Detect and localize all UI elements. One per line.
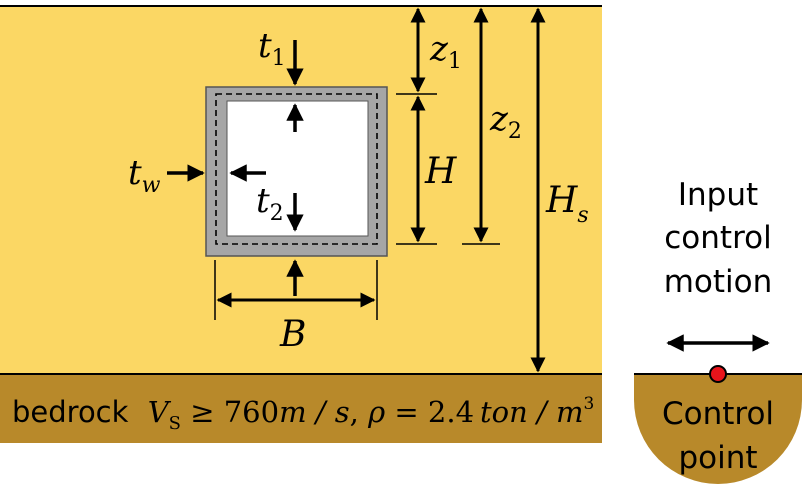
- z2-label: z2: [489, 99, 522, 144]
- rho-unit: ton / m: [480, 395, 584, 429]
- control-point-marker: [709, 365, 727, 383]
- rho-symbol: ρ: [367, 395, 385, 429]
- rho-value: = 2.4: [385, 395, 474, 429]
- bedrock-layer: [0, 374, 602, 443]
- bedrock-word: bedrock: [12, 395, 129, 429]
- tunnel-centerline: [215, 93, 378, 245]
- control-point-line2: point: [678, 440, 757, 476]
- z1-label: z1: [429, 29, 462, 74]
- control-point-bowl: [634, 374, 802, 484]
- input-motion-line3: motion: [664, 264, 773, 300]
- input-motion-line1: Input: [678, 177, 758, 213]
- vs-subscript: S: [169, 413, 181, 434]
- t1-label: t1: [258, 26, 286, 71]
- input-motion-line2: control: [664, 220, 771, 256]
- vs-symbol: V: [148, 395, 172, 429]
- t2-label: t2: [256, 181, 284, 226]
- tw-label: tw: [128, 153, 161, 198]
- rho-exponent: 3: [584, 394, 595, 414]
- vs-unit: m / s: [279, 395, 350, 429]
- separator: ,: [350, 395, 368, 429]
- vs-relation: ≥ 760: [181, 395, 279, 429]
- hs-label: Hs: [545, 180, 589, 228]
- control-point-line1: Control: [662, 396, 774, 432]
- b-label: B: [279, 314, 306, 355]
- h-label: H: [424, 151, 457, 192]
- tunnel-interior: [226, 100, 369, 237]
